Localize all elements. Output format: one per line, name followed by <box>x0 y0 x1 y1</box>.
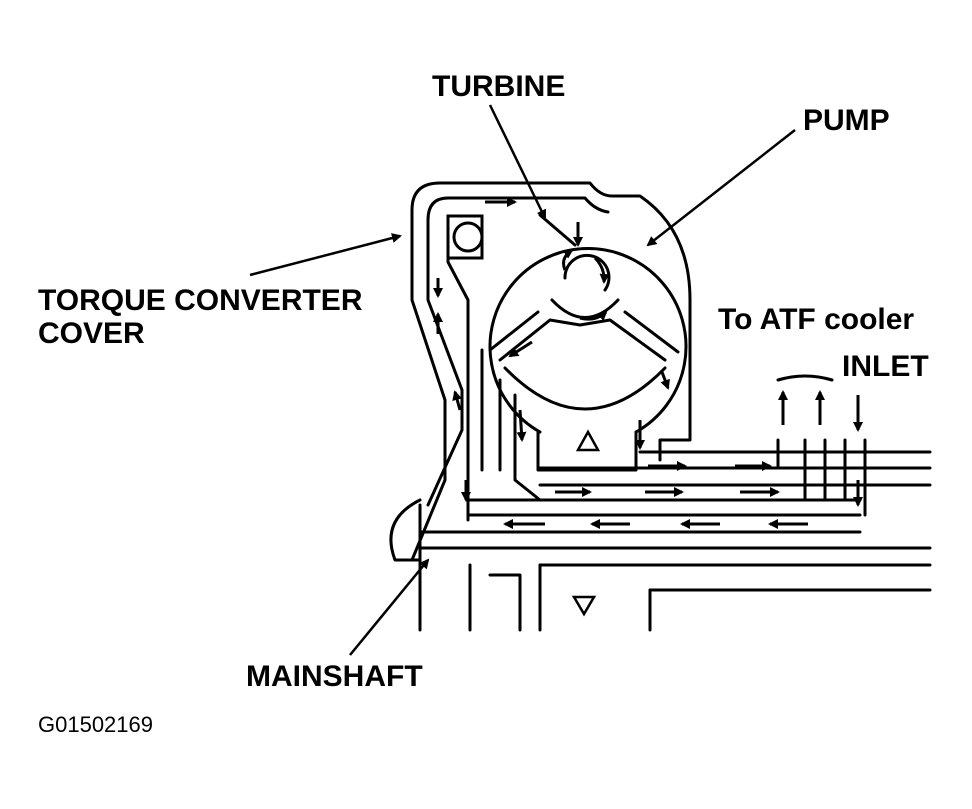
cover-return-channel <box>446 218 470 522</box>
lower-flow-down-triangle <box>571 595 597 617</box>
figure-code: G01502169 <box>38 712 153 737</box>
cover-leader <box>249 233 402 277</box>
cover-fitting <box>452 221 484 253</box>
impeller-blade-upper <box>538 213 577 247</box>
impeller-blade-lower-right <box>623 310 680 354</box>
torque-converter-cover-label-line1: TORQUE CONVERTER <box>38 284 363 317</box>
converter-cover-outer <box>410 181 692 562</box>
core-arrow <box>593 256 610 284</box>
core-arc <box>550 298 620 319</box>
pump-label: PUMP <box>803 104 890 137</box>
pump-circle <box>488 247 688 434</box>
inlet-label: INLET <box>842 350 929 383</box>
mainshaft-label: MAINSHAFT <box>246 660 423 693</box>
cooler-bracket <box>776 374 834 382</box>
flow-arrow <box>452 390 462 411</box>
lower-body-notch <box>488 573 522 632</box>
lower-bowl <box>503 366 667 411</box>
flow-arrow <box>660 371 670 390</box>
flow-arrow <box>508 340 533 358</box>
torque-converter-cover-label-line2: COVER <box>38 317 145 350</box>
converter-cover-inner <box>426 196 610 507</box>
left-channel-c <box>513 393 542 502</box>
flow-arrow <box>516 409 527 442</box>
mainshaft-leader <box>349 558 430 656</box>
turbine-label: TURBINE <box>432 70 566 103</box>
impeller-blade-lower-inner <box>488 310 540 352</box>
stator-flow-up-triangle <box>575 429 601 452</box>
stator-post <box>536 430 638 472</box>
impeller-blade-lower <box>498 318 667 362</box>
mainshaft-nose <box>389 498 422 562</box>
pump-leader <box>646 129 796 247</box>
core-arrow <box>579 310 608 322</box>
core-arrow <box>562 248 574 271</box>
turbine-leader <box>488 104 547 220</box>
cover-fitting-box <box>446 214 484 260</box>
to-atf-cooler-label: To ATF cooler <box>718 303 915 336</box>
